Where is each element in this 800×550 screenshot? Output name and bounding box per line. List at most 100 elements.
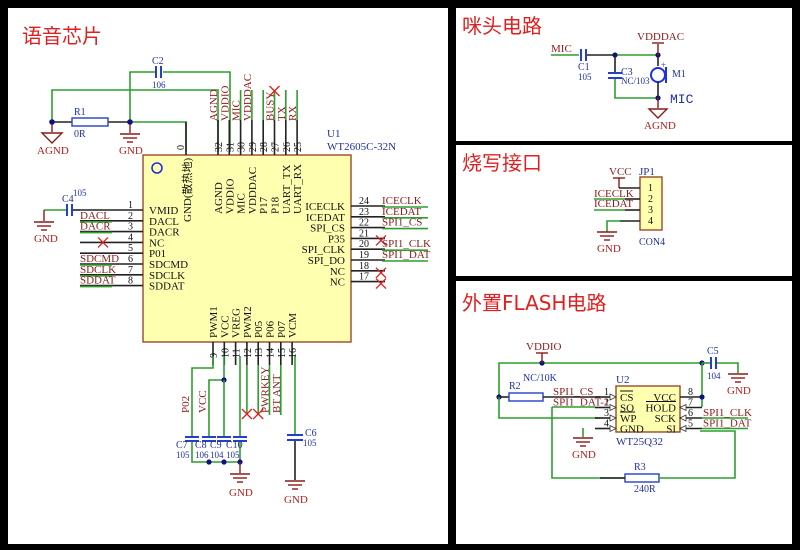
- pin-name: DACR: [149, 227, 180, 239]
- pin-name: ICEDAT: [306, 212, 345, 224]
- decoupling-network: GND: [191, 356, 253, 499]
- no-connect-icon: [241, 408, 253, 420]
- net-label: VDDIO: [219, 86, 231, 121]
- svg-text:240R: 240R: [634, 484, 656, 495]
- program-port-title: 烧写接口: [462, 151, 542, 175]
- net-label: MIC: [231, 100, 243, 121]
- pin-name: SDDAT: [149, 281, 185, 293]
- pin-number: 23: [359, 207, 369, 218]
- pin-name: SDCMD: [149, 259, 188, 271]
- pin-name: SI: [666, 424, 676, 436]
- pin-number: 4: [604, 419, 609, 430]
- mic-circuit: + MIC VDDDAC AGND C1 105 C3 NC/103 M1 MI…: [551, 31, 694, 132]
- net-label: SPI1_CS: [382, 217, 422, 229]
- pin-number: 6: [688, 408, 693, 419]
- svg-text:GND(散热地): GND(散热地): [180, 158, 194, 222]
- pin-name: SPI_DO: [308, 255, 345, 267]
- pin-number: 5: [688, 419, 693, 430]
- pin-number: 2: [128, 211, 133, 222]
- net-label: SPI1_CLK: [382, 238, 431, 250]
- net-label: SPI1_DAT: [703, 418, 752, 430]
- pin-name: P18: [270, 196, 282, 214]
- net-label: PWRKEY: [260, 367, 272, 414]
- flash-circuit: VDDIO C5 104 GND R2 NC/10K R3 240R U2 WT…: [496, 341, 752, 495]
- panel-mic-circuit: [456, 8, 792, 141]
- pin-number: 2: [604, 398, 609, 409]
- svg-text:106: 106: [195, 450, 209, 460]
- svg-text:NC/103: NC/103: [621, 76, 650, 86]
- pin-number: 3: [604, 408, 609, 419]
- net-label: SPI1_DAT-1: [553, 397, 609, 409]
- u1-part: WT2605C-32N: [327, 141, 396, 153]
- pin-number: 30: [237, 142, 248, 152]
- u1-pin-23: 23 ICEDAT ICEDAT: [306, 206, 428, 224]
- svg-text:R2: R2: [509, 381, 521, 392]
- capacitor-c2: C2 106: [152, 56, 166, 90]
- pin-name: NC: [330, 277, 345, 289]
- pin-name: VMID: [149, 205, 178, 217]
- u1-ref: U1: [327, 128, 340, 140]
- jp1-pin-number: 2: [648, 194, 653, 205]
- net-label: DACR: [80, 221, 111, 233]
- pin-number: 32: [214, 142, 225, 152]
- svg-text:WT25Q32: WT25Q32: [616, 436, 663, 448]
- pin-name: P05: [253, 320, 265, 338]
- svg-text:VDDIO: VDDIO: [526, 341, 561, 353]
- svg-text:C10: C10: [226, 440, 243, 451]
- pin-number: 28: [259, 142, 270, 152]
- pin-number: 15: [277, 348, 288, 358]
- pin-number: 22: [359, 218, 369, 229]
- svg-text:105: 105: [73, 188, 87, 198]
- svg-text:105: 105: [176, 450, 190, 460]
- svg-text:GND: GND: [229, 487, 253, 499]
- net-label: ICEDAT: [382, 206, 421, 218]
- pin-number: 13: [254, 348, 265, 358]
- pin-name: VDDIO: [224, 179, 236, 214]
- pin-name: PWM2: [242, 306, 254, 338]
- svg-text:VCC: VCC: [609, 166, 632, 178]
- pin-number: 3: [128, 222, 133, 233]
- pin-name: SPI_CLK: [302, 244, 345, 256]
- pin-name: VCC: [219, 315, 231, 338]
- pin-name: MIC: [236, 193, 248, 214]
- svg-text:+: +: [661, 60, 666, 70]
- no-connect-icon: [375, 267, 387, 279]
- net-label: SDCMD: [80, 253, 119, 265]
- mic-circuit-title: 咪头电路: [462, 14, 542, 38]
- net-label: VDDDAC: [242, 74, 254, 121]
- capacitor-c4: C4 105 GND: [34, 188, 87, 245]
- pin-name: SCK: [655, 413, 676, 425]
- svg-text:AGND: AGND: [644, 120, 676, 132]
- svg-text:AGND: AGND: [37, 145, 69, 157]
- pin-name: SDCLK: [149, 270, 185, 282]
- net-label: SDDAT: [80, 275, 116, 287]
- pin-name: GND: [620, 424, 644, 436]
- pin-number: 12: [243, 348, 254, 358]
- pin-name: PWM1: [208, 306, 220, 338]
- jp1-pin-number: 4: [648, 216, 653, 227]
- svg-text:M1: M1: [672, 69, 686, 80]
- pin-name: P17: [258, 196, 270, 214]
- pin-name: HOLD: [645, 403, 676, 415]
